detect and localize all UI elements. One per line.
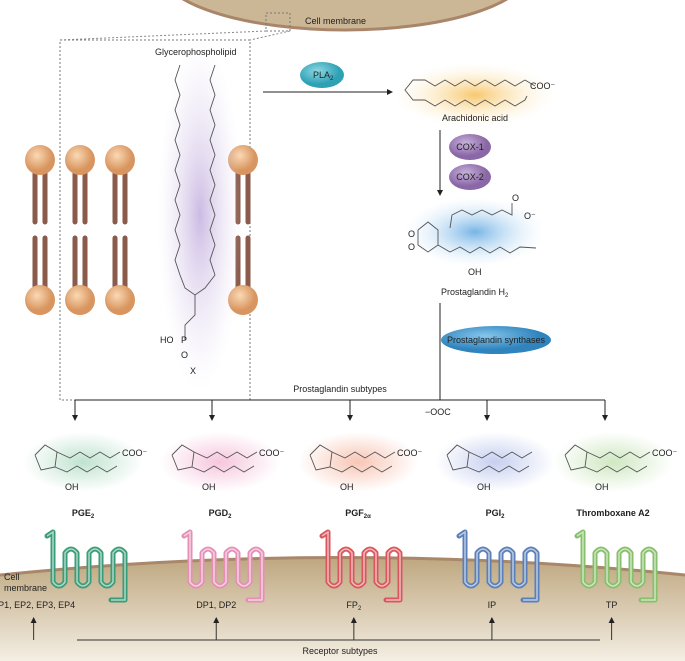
x-label: X	[190, 366, 196, 376]
carboxyl-bond	[524, 79, 536, 87]
cox2-label: COX-2	[456, 172, 484, 182]
zoom-line-right	[249, 30, 291, 41]
pge-upper-chain	[56, 451, 121, 459]
pge-ring	[34, 444, 58, 471]
lipid-bilayer	[25, 145, 258, 315]
thromboxane-a2-receptor-label: TP	[606, 600, 618, 610]
cox2-enzyme	[449, 164, 491, 190]
pgd-glow	[160, 432, 280, 492]
pgi-receptor	[456, 529, 540, 603]
pgd-receptor	[181, 529, 265, 603]
thromboxane-a2-ring	[564, 444, 588, 471]
synthases-label: Prostaglandin synthases	[447, 335, 546, 345]
thromboxane-a2-oh-label: OH	[595, 482, 609, 492]
top-cell-membrane	[181, 0, 509, 32]
pge-coo-label: COO⁻	[122, 448, 148, 458]
p-label: P	[181, 335, 187, 345]
ho-label: HO	[160, 335, 174, 345]
arachidonic-acid-glow	[395, 63, 555, 127]
pgh2-label: Prostaglandin H2	[441, 287, 509, 299]
pgd-lower-chain	[191, 465, 255, 473]
thromboxane-a2-glow	[553, 432, 673, 492]
pgh2-peroxide-o: O	[408, 229, 415, 239]
pge-label: PGE2	[72, 508, 95, 520]
bottom-cell-label-1: Cell	[4, 572, 20, 582]
thromboxane-a2-upper-chain	[586, 451, 651, 459]
cox1-label: COX-1	[456, 142, 484, 152]
arachidonic-coo-label: COO⁻	[530, 81, 556, 91]
cox1-enzyme	[449, 134, 491, 160]
pgh2-oh-label: OH	[468, 267, 482, 277]
pgi-ring	[446, 444, 470, 471]
pgf-ring	[309, 444, 333, 471]
pge-receptor-label: EP1, EP2, EP3, EP4	[0, 600, 75, 610]
o-label: O	[181, 350, 188, 360]
pgf-lower-chain	[329, 465, 393, 473]
fatty-acid-chain-1	[174, 64, 181, 276]
thromboxane-a2-label: Thromboxane A2	[576, 508, 649, 518]
pgh2-upper-chain	[449, 203, 513, 229]
prostaglandin-subtypes-label: Prostaglandin subtypes	[293, 384, 387, 394]
fatty-acid-chain-2	[209, 64, 216, 276]
bottom-cell-label-2: membrane	[4, 583, 47, 593]
zoom-line-left	[59, 30, 267, 41]
pgd-label: PGD2	[209, 508, 233, 520]
pge-receptor	[44, 529, 128, 603]
phosphate-link	[184, 295, 196, 340]
arachidonic-acid-label: Arachidonic acid	[442, 113, 508, 123]
pgf-coo-label: COO⁻	[397, 448, 423, 458]
pge-lower-chain	[54, 465, 118, 473]
pla2-enzyme	[300, 62, 344, 88]
pgf-label: PGF2α	[345, 508, 371, 520]
pgh2-carbonyl-o: O	[512, 193, 519, 203]
pgh2-glow	[405, 197, 545, 267]
pla2-label: PLA2	[313, 70, 334, 82]
pgd-receptor-label: DP1, DP2	[196, 600, 236, 610]
pgf-receptor	[319, 529, 403, 603]
receptor-subtypes-label: Receptor subtypes	[302, 646, 378, 656]
thromboxane-a2-coo-label: COO⁻	[652, 448, 678, 458]
glycerophospholipid-label: Glycerophospholipid	[155, 47, 237, 57]
prostaglandin-synthases-enzyme	[441, 326, 551, 354]
zoom-region-marker	[265, 12, 291, 32]
pgf-receptor-label: FP2	[346, 600, 362, 612]
pgi-lower-chain	[466, 465, 530, 473]
pgi-receptor-label: IP	[488, 600, 497, 610]
pgh2-carboxylate-o: O⁻	[524, 211, 536, 221]
pgd-upper-chain	[193, 451, 258, 459]
top-cell-membrane-label: Cell membrane	[305, 16, 366, 26]
thromboxane-a2-receptor	[574, 529, 658, 603]
pge-glow	[23, 432, 143, 492]
pgf-upper-chain	[331, 451, 396, 459]
pgi2-side-chain-label: −OOC	[425, 407, 451, 417]
pgi-oh-label: OH	[477, 482, 491, 492]
arachidonic-acid-structure	[404, 79, 528, 107]
pgf-glow	[298, 432, 418, 492]
pgf-oh-label: OH	[340, 482, 354, 492]
pgh2-lower-chain	[437, 244, 537, 254]
pgd-oh-label: OH	[202, 482, 216, 492]
thromboxane-a2-lower-chain	[584, 465, 648, 473]
pgd-coo-label: COO⁻	[259, 448, 285, 458]
pgh2-peroxide-o2: O	[408, 242, 415, 252]
pgi-glow	[435, 432, 555, 492]
pgi-label: PGI2	[486, 508, 506, 520]
pgi-upper-chain	[468, 451, 533, 459]
pgd-ring	[171, 444, 195, 471]
pge-oh-label: OH	[65, 482, 79, 492]
